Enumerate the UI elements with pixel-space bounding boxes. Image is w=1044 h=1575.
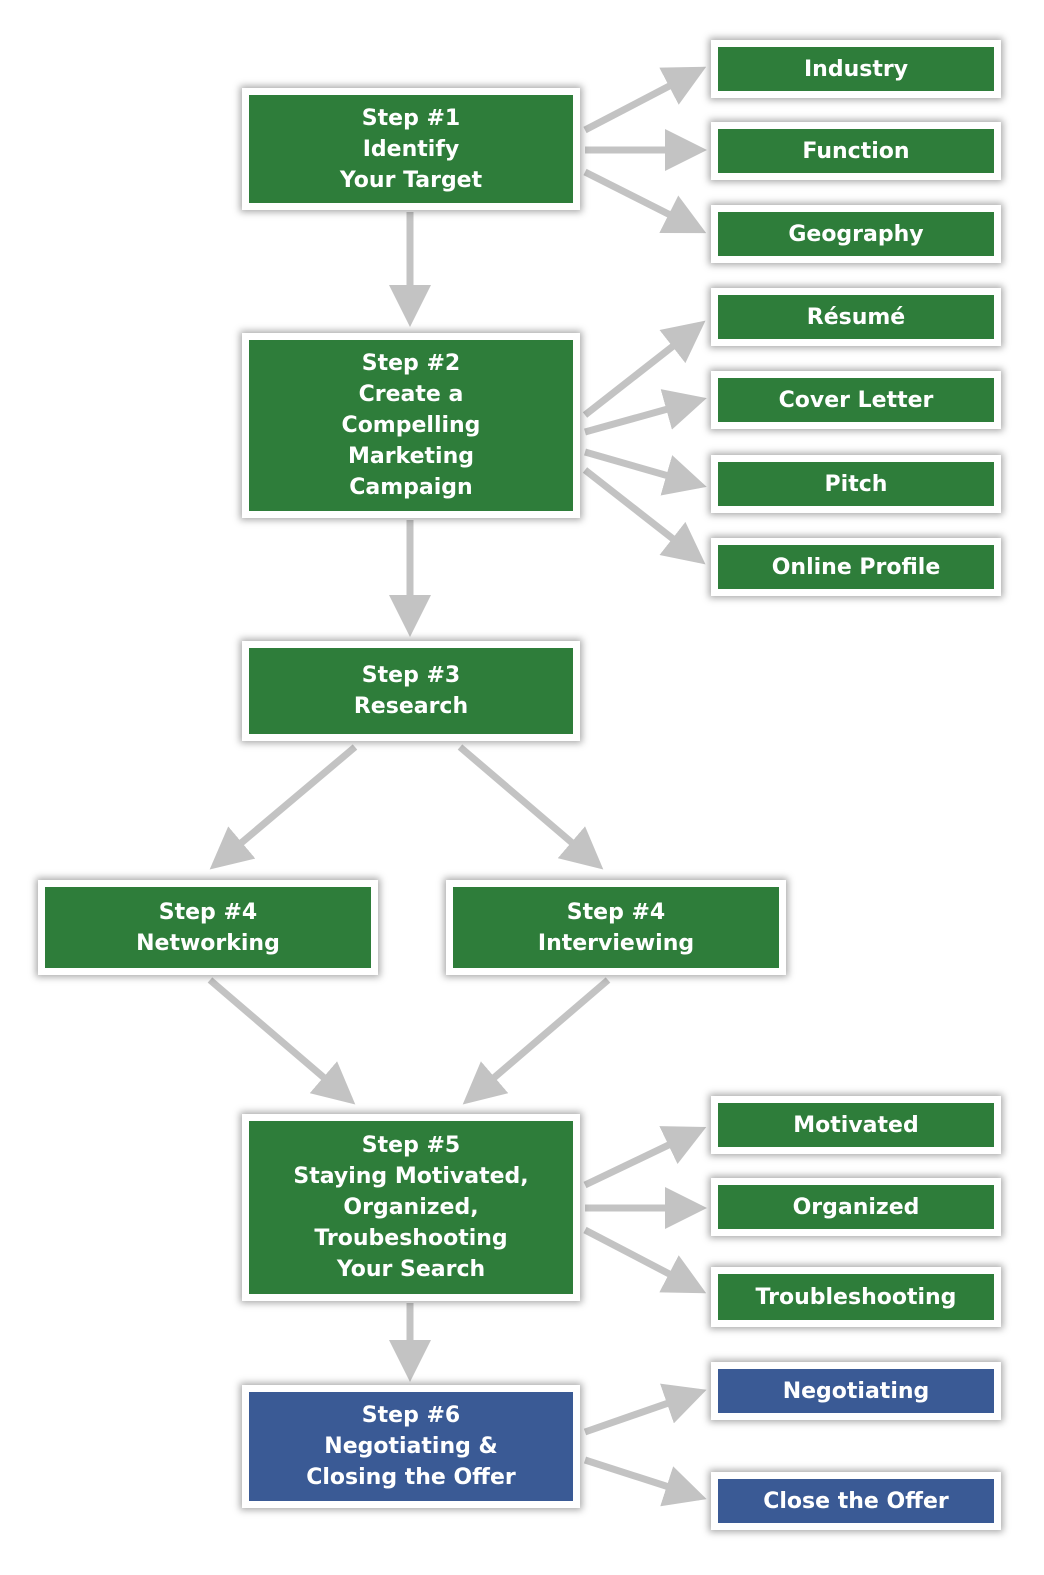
outcome-geography: Geography	[711, 205, 1001, 263]
arrow-s2-pitch	[584, 448, 707, 496]
arrow-s5-motivated	[583, 1126, 707, 1189]
step-text-line: Step #4	[566, 899, 666, 925]
step-text-line: Staying Motivated,	[293, 1164, 529, 1189]
step-text-line: Step #1	[361, 105, 461, 131]
step-3-text: Step #3 Research	[354, 660, 468, 722]
step-text-line: Compelling	[341, 413, 481, 438]
step-text-line: Your Search	[336, 1257, 486, 1282]
step-text-line: Your Target	[339, 167, 483, 193]
step-5-box: Step #5 Staying Motivated, Organized, Troub…	[242, 1114, 580, 1301]
step-text-line: Networking	[136, 930, 280, 956]
step-text-line: Identify	[362, 136, 460, 162]
step-4-interviewing-box: Step #4 Interviewing	[446, 880, 786, 975]
arrow-s1-industry	[583, 66, 707, 134]
step-text-line: Interviewing	[537, 930, 695, 956]
step-4-networking-box: Step #4 Networking	[38, 880, 378, 975]
outcome-organized-label: Organized	[792, 1194, 920, 1220]
step-text-line: Step #2	[361, 351, 461, 376]
step-text-line: Research	[353, 694, 469, 719]
step-text-line: Step #4	[158, 899, 258, 925]
step-3-box: Step #3 Research	[242, 641, 580, 741]
arrow-s2-cover-letter	[584, 389, 707, 436]
outcome-troubleshooting-label: Troubleshooting	[755, 1284, 957, 1310]
step-6-box: Step #6 Negotiating & Closing the Offer	[242, 1385, 580, 1508]
outcome-cover-letter-label: Cover Letter	[778, 387, 934, 413]
arrow-s6-close-offer	[583, 1456, 707, 1507]
outcome-function-label: Function	[802, 138, 910, 164]
step-text-line: Troubeshooting	[314, 1226, 508, 1251]
outcome-function: Function	[711, 122, 1001, 180]
step-text-line: Organized,	[343, 1195, 479, 1220]
arrow-s2-resume	[582, 320, 706, 418]
outcome-online-profile: Online Profile	[711, 538, 1001, 596]
step-5-text: Step #5 Staying Motivated, Organized, Troub…	[293, 1130, 528, 1285]
outcome-geography-label: Geography	[788, 221, 924, 247]
step-text-line: Step #6	[361, 1403, 461, 1428]
outcome-close-offer: Close the Offer	[711, 1472, 1001, 1530]
step-text-line: Campaign	[349, 475, 473, 500]
outcome-industry-label: Industry	[803, 56, 909, 82]
step-4-networking-text: Step #4 Networking	[136, 897, 280, 959]
step-4-interviewing-text: Step #4 Interviewing	[538, 897, 694, 959]
step-text-line: Step #3	[361, 663, 461, 688]
outcome-troubleshooting: Troubleshooting	[711, 1267, 1001, 1327]
arrow-s1-geography	[583, 168, 707, 234]
step-6-text: Step #6 Negotiating & Closing the Offer	[306, 1400, 516, 1493]
outcome-close-offer-label: Close the Offer	[763, 1488, 949, 1514]
outcome-negotiating: Negotiating	[711, 1362, 1001, 1420]
outcome-resume: Résumé	[711, 288, 1001, 346]
step-text-line: Closing the Offer	[306, 1465, 516, 1490]
arrow-s6-negotiating	[583, 1383, 707, 1436]
arrow-s2-online-profile	[582, 467, 706, 565]
outcome-organized: Organized	[711, 1178, 1001, 1236]
arrow-networking-s5	[207, 977, 356, 1105]
outcome-negotiating-label: Negotiating	[782, 1378, 930, 1404]
outcome-industry: Industry	[711, 40, 1001, 98]
step-text-line: Step #5	[361, 1133, 461, 1158]
arrow-s5-troubleshooting	[583, 1226, 707, 1294]
step-text-line: Create a	[358, 382, 464, 407]
arrow-s3-interviewing	[457, 744, 604, 870]
step-text-line: Negotiating &	[324, 1434, 498, 1459]
outcome-cover-letter: Cover Letter	[711, 371, 1001, 429]
outcome-online-profile-label: Online Profile	[771, 554, 941, 580]
step-text-line: Marketing	[347, 444, 474, 469]
outcome-pitch-label: Pitch	[824, 471, 888, 497]
outcome-resume-label: Résumé	[806, 304, 906, 330]
outcome-motivated-label: Motivated	[793, 1112, 919, 1138]
outcome-pitch: Pitch	[711, 455, 1001, 513]
arrow-interviewing-s5	[462, 977, 611, 1105]
outcome-motivated: Motivated	[711, 1096, 1001, 1154]
arrow-s3-networking	[209, 744, 358, 870]
